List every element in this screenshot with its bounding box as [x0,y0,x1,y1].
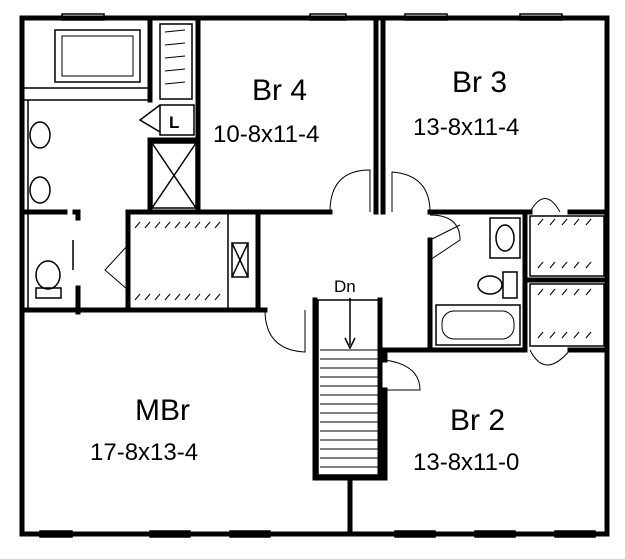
room-label-br2: Br 2 [450,404,505,437]
master-bath [21,23,197,212]
center-closets [134,214,249,308]
room-label-mbr: MBr [135,394,190,427]
sink-icon [495,224,515,252]
room-dims-br4: 10-8x11-4 [213,121,319,148]
toilet-icon [35,260,61,290]
room-dims-br3: 13-8x11-4 [413,114,519,141]
linen-label: L [169,113,179,132]
sink-icon [29,176,51,204]
room-dims-br2: 13-8x11-0 [413,449,519,476]
toilet-room [27,212,129,310]
room-label-br3: Br 3 [452,66,507,99]
arrow-down-icon [344,337,356,350]
stairs-label: Dn [334,277,356,296]
exterior-walls [19,13,610,538]
sink-icon [29,121,51,149]
hall-bath [429,198,605,366]
room-label-br4: Br 4 [252,74,307,107]
door-swings [264,169,461,391]
interior-walls [19,15,610,537]
toilet-icon [477,275,503,295]
room-dims-mbr: 17-8x13-4 [90,439,198,466]
stairs [317,297,383,481]
